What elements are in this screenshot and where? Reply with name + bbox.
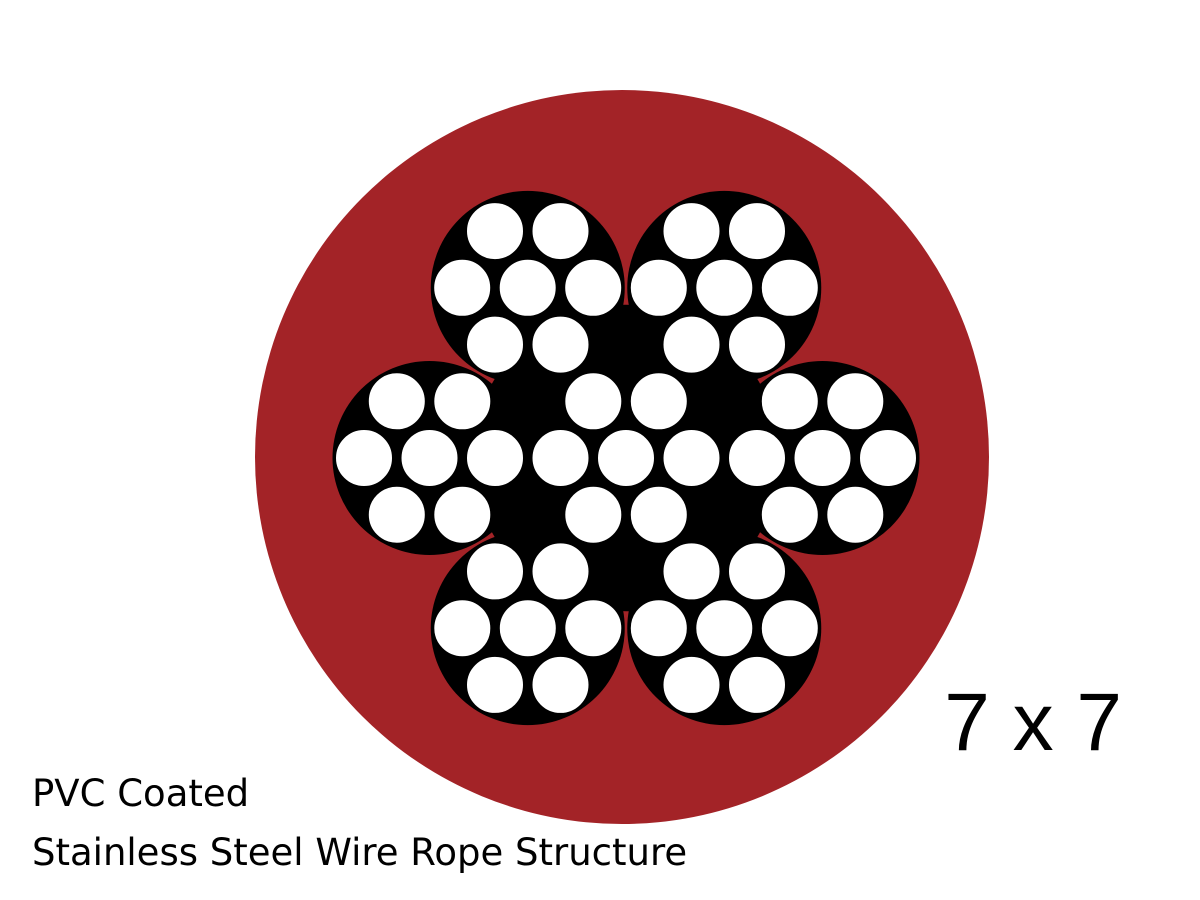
- wire-s1-w7: [627, 370, 690, 433]
- wire-s6-w4: [464, 313, 526, 376]
- wire-s2-w5: [726, 427, 788, 489]
- wire-s5-w2: [464, 427, 526, 489]
- wire-s7-w3: [726, 313, 788, 376]
- wire-s3-w7: [726, 540, 788, 603]
- wire-s1-w6: [562, 370, 625, 433]
- wire-s5-w7: [431, 370, 494, 433]
- caption: PVC Coated Stainless Steel Wire Rope Str…: [32, 764, 687, 882]
- rope-wires: [333, 200, 919, 716]
- caption-line-2: Stainless Steel Wire Rope Structure: [32, 831, 688, 874]
- wire-s5-w6: [365, 370, 428, 433]
- wire-s6-w6: [464, 200, 526, 263]
- wire-s3-w6: [660, 540, 723, 603]
- wire-s2-w7: [824, 370, 887, 433]
- wire-s7-w2: [758, 256, 821, 319]
- wire-s7-w5: [627, 256, 690, 319]
- wire-s3-w5: [627, 597, 690, 660]
- wire-s1-w2: [660, 427, 723, 489]
- wire-s3-w2: [758, 597, 821, 660]
- wire-s4-w6: [464, 540, 526, 603]
- wire-s7-w6: [660, 200, 723, 263]
- wire-s2-w4: [758, 483, 821, 546]
- wire-s2-w3: [824, 483, 887, 546]
- wire-s4-w4: [464, 653, 526, 716]
- wire-s2-w1: [791, 427, 854, 489]
- wire-s6-w2: [562, 256, 625, 319]
- wire-s1-w1: [595, 427, 657, 489]
- wire-s5-w3: [431, 483, 494, 546]
- wire-s6-w3: [529, 313, 592, 376]
- wire-s4-w7: [529, 540, 592, 603]
- wire-s1-w3: [627, 483, 690, 546]
- wire-s4-w2: [562, 597, 625, 660]
- wire-s1-w5: [529, 427, 592, 489]
- wire-s3-w3: [726, 653, 788, 716]
- wire-s4-w5: [431, 597, 494, 660]
- wire-s5-w1: [398, 427, 461, 489]
- wire-s3-w4: [660, 653, 723, 716]
- wire-s6-w7: [529, 200, 592, 263]
- wire-s2-w6: [758, 370, 821, 433]
- wire-s4-w3: [529, 653, 592, 716]
- wire-s7-w4: [660, 313, 723, 376]
- wire-s6-w5: [431, 256, 494, 319]
- wire-s5-w5: [333, 427, 395, 489]
- wire-s7-w1: [693, 256, 756, 319]
- wire-s3-w1: [693, 597, 756, 660]
- wire-s1-w4: [562, 483, 625, 546]
- wire-s4-w1: [496, 597, 559, 660]
- wire-s6-w1: [496, 256, 559, 319]
- construction-label: 7 x 7: [944, 677, 1122, 768]
- wire-s5-w4: [365, 483, 428, 546]
- wire-s7-w7: [726, 200, 788, 263]
- caption-line-1: PVC Coated: [32, 772, 250, 815]
- wire-s2-w2: [857, 427, 919, 489]
